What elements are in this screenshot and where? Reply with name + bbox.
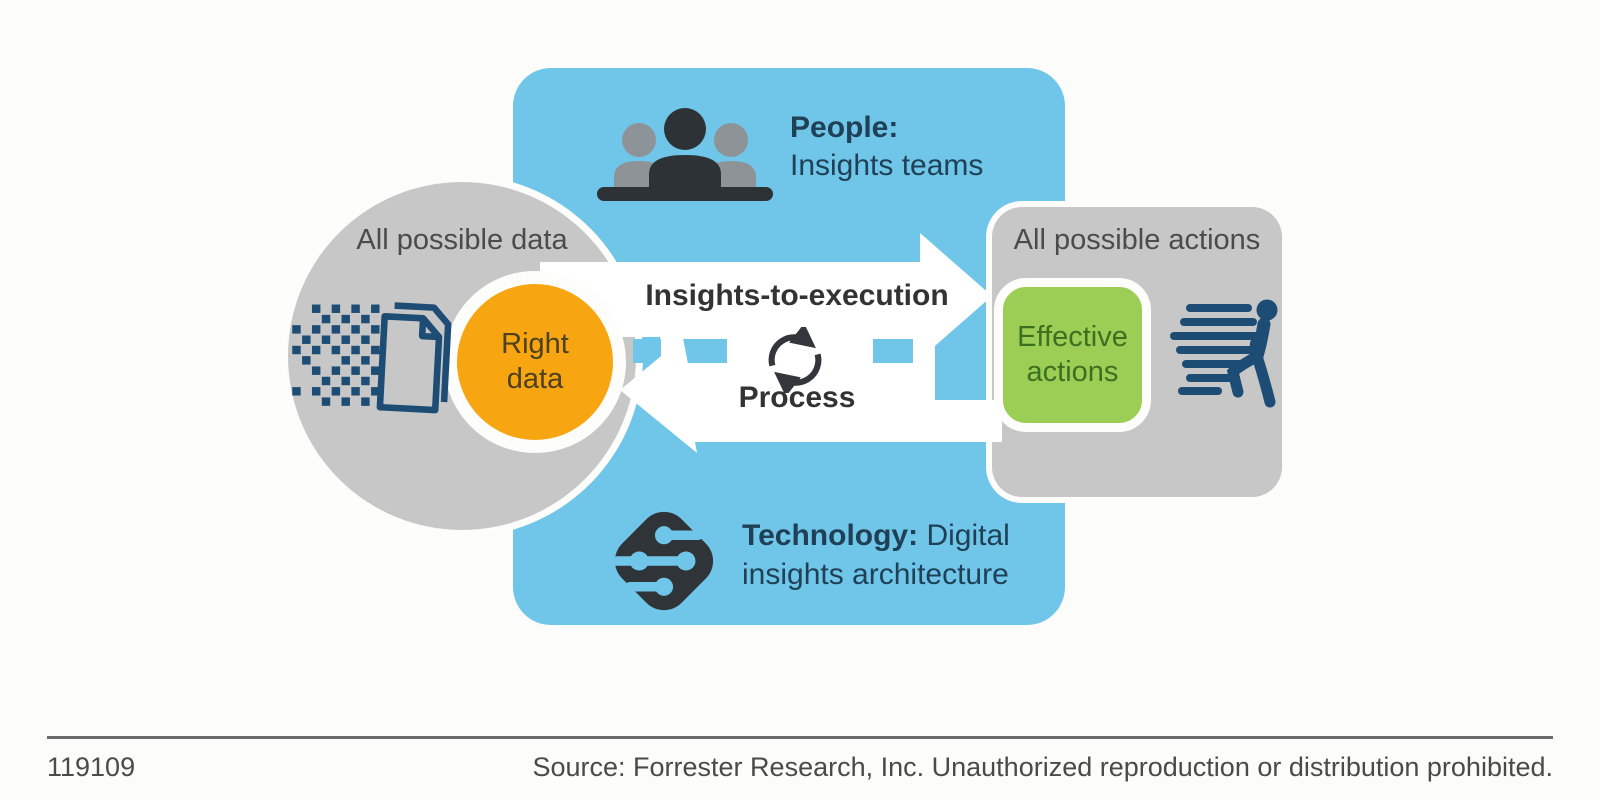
figure-number: 119109 (47, 752, 136, 782)
technology-line2: insights architecture (742, 558, 1009, 591)
right-data-badge: Right data (444, 271, 626, 453)
arrow-left (620, 338, 1002, 453)
technology-title-rest: Digital (926, 519, 1010, 552)
technology-heading: Technology: Digital insights architectur… (742, 516, 1072, 594)
flow-dashes (633, 339, 913, 363)
footer-divider (47, 736, 1553, 739)
people-title: People: (790, 111, 899, 144)
process-label: Process (738, 381, 856, 414)
circuit-chip-icon (611, 511, 714, 611)
running-person-icon (1170, 299, 1278, 408)
insights-to-execution-label: Insights-to-execution (645, 279, 949, 312)
cycle-arrows-icon (768, 327, 822, 393)
effective-actions-badge: Effective actions (994, 278, 1151, 432)
speed-lines (1170, 304, 1259, 395)
people-heading: People: Insights teams (790, 109, 983, 185)
circuit-cutouts (611, 526, 704, 596)
technology-title: Technology: (742, 519, 919, 552)
effective-actions-label: Effective actions (1017, 321, 1128, 388)
people-subtitle: Insights teams (790, 149, 984, 182)
data-document-icon (292, 302, 452, 414)
all-possible-data-label: All possible data (356, 224, 568, 256)
source-attribution: Source: Forrester Research, Inc. Unautho… (532, 752, 1553, 782)
pixel-dots (292, 304, 380, 406)
right-data-label: Right data (501, 328, 569, 395)
people-team-icon (597, 108, 773, 201)
runner (1226, 299, 1278, 408)
document-outline (376, 302, 452, 414)
all-possible-actions-label: All possible actions (1013, 224, 1261, 256)
arrow-right (540, 233, 992, 359)
